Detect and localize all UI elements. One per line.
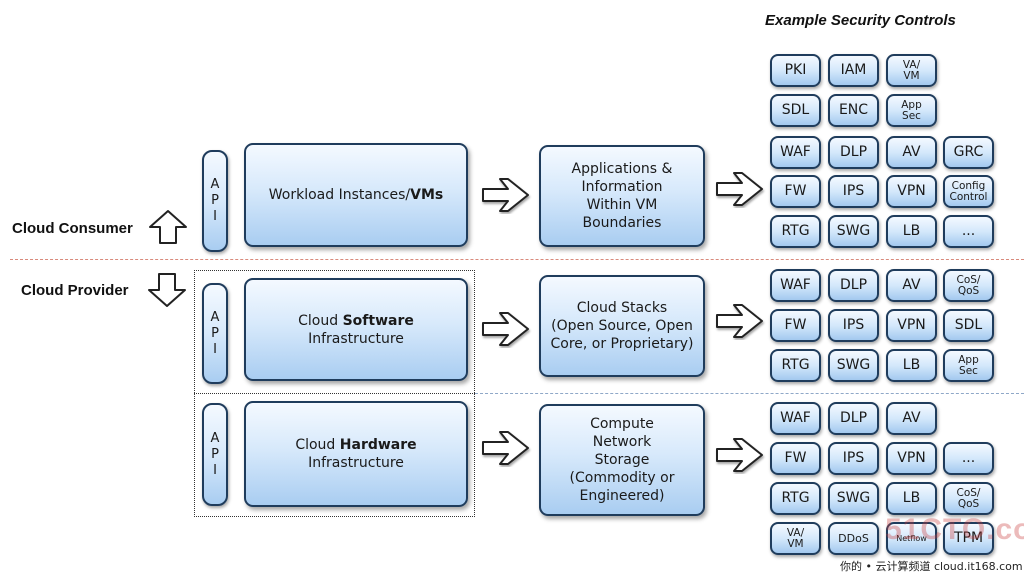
api-letter: P xyxy=(211,193,219,208)
control-enc: ENC xyxy=(828,94,879,127)
middle-line: Cloud Stacks xyxy=(576,300,668,316)
software-hardware-divider xyxy=(475,393,1024,394)
security-controls-heading: Example Security Controls xyxy=(765,12,956,29)
control-vavm: VA/VM xyxy=(886,54,937,87)
control-waf: WAF xyxy=(770,269,821,302)
api-box-hardware: A P I xyxy=(202,403,228,506)
middle-line: (Commodity or xyxy=(569,470,675,486)
right-arrow-icon xyxy=(480,429,532,467)
api-box-workload: A P I xyxy=(202,150,228,252)
middle-line: (Open Source, Open xyxy=(551,318,693,334)
compute-network-storage-box: Compute Network Storage (Commodity or En… xyxy=(539,404,705,516)
api-letter: A xyxy=(210,430,220,446)
middle-line: Within VM xyxy=(586,197,658,213)
cloud-software-box: Cloud Software Infrastructure xyxy=(244,278,468,381)
workload-label: Workload Instances/VMs xyxy=(268,187,444,203)
control-swg: SWG xyxy=(828,482,879,515)
right-arrow-icon xyxy=(480,310,532,348)
control-ips: IPS xyxy=(828,309,879,342)
control-swg: SWG xyxy=(828,349,879,382)
cloud-consumer-label: Cloud Consumer xyxy=(12,220,133,237)
control-ips: IPS xyxy=(828,442,879,475)
api-letter: P xyxy=(211,325,219,341)
control-swg: SWG xyxy=(828,215,879,248)
middle-line: Compute xyxy=(590,416,654,432)
control-lb: LB xyxy=(886,215,937,248)
software-hardware-divider-left xyxy=(194,393,475,394)
control-fw: FW xyxy=(770,442,821,475)
api-letter: P xyxy=(211,446,219,462)
software-label-line2: Infrastructure xyxy=(308,330,404,347)
api-letter: I xyxy=(213,341,217,357)
right-arrow-icon xyxy=(714,170,766,208)
cloud-provider-label: Cloud Provider xyxy=(21,282,129,299)
middle-line: Boundaries xyxy=(582,215,662,231)
software-label-line1: Cloud Software xyxy=(298,312,414,329)
middle-line: Storage xyxy=(594,452,650,468)
down-arrow-icon xyxy=(146,272,188,312)
api-letter: I xyxy=(213,209,217,224)
middle-line: Information xyxy=(581,179,663,195)
control-rtg: RTG xyxy=(770,482,821,515)
control-pki: PKI xyxy=(770,54,821,87)
control-fw: FW xyxy=(770,309,821,342)
control-ddos: DDoS xyxy=(828,522,879,555)
control-vpn: VPN xyxy=(886,309,937,342)
control-sdl: SDL xyxy=(770,94,821,127)
right-arrow-icon xyxy=(714,436,766,474)
control-rtg: RTG xyxy=(770,349,821,382)
control-dlp: DLP xyxy=(828,269,879,302)
hardware-label-line1: Cloud Hardware xyxy=(295,437,417,453)
control-dlp: DLP xyxy=(828,402,879,435)
middle-line: Network xyxy=(592,434,652,450)
cloud-hardware-box: Cloud Hardware Infrastructure xyxy=(244,401,468,507)
control-rtg: RTG xyxy=(770,215,821,248)
api-letter: I xyxy=(213,462,217,478)
control-tpm: TPM xyxy=(943,522,994,555)
watermark-text: 你的 • 云计算频道 cloud.it168.com xyxy=(840,560,1023,573)
control-dlp: DLP xyxy=(828,136,879,169)
control-vpn: VPN xyxy=(886,442,937,475)
control-vavm: VA/VM xyxy=(770,522,821,555)
up-arrow-icon xyxy=(147,209,189,249)
api-letter: A xyxy=(210,177,220,192)
api-letter: A xyxy=(210,309,220,325)
control-ips: IPS xyxy=(828,175,879,208)
right-arrow-icon xyxy=(714,302,766,340)
right-arrow-icon xyxy=(480,176,532,214)
control-waf: WAF xyxy=(770,136,821,169)
control-cosqos: CoS/QoS xyxy=(943,482,994,515)
consumer-provider-divider xyxy=(10,259,1024,260)
watermark-logo: 51CTO.com xyxy=(885,513,1024,546)
control-sdl: SDL xyxy=(943,309,994,342)
cloud-stacks-box: Cloud Stacks (Open Source, Open Core, or… xyxy=(539,275,705,377)
control-vpn: VPN xyxy=(886,175,937,208)
applications-information-box: Applications & Information Within VM Bou… xyxy=(539,145,705,247)
control-waf: WAF xyxy=(770,402,821,435)
control-grc: GRC xyxy=(943,136,994,169)
middle-line: Engineered) xyxy=(579,488,665,504)
api-box-software: A P I xyxy=(202,283,228,384)
workload-instances-box: Workload Instances/VMs xyxy=(244,143,468,247)
control-fw: FW xyxy=(770,175,821,208)
control-: ... xyxy=(943,215,994,248)
hardware-label-line2: Infrastructure xyxy=(308,455,404,471)
control-cosqos: CoS/QoS xyxy=(943,269,994,302)
control-av: AV xyxy=(886,402,937,435)
control-iam: IAM xyxy=(828,54,879,87)
control-lb: LB xyxy=(886,482,937,515)
middle-line: Core, or Proprietary) xyxy=(550,336,694,352)
control-lb: LB xyxy=(886,349,937,382)
control-av: AV xyxy=(886,136,937,169)
control-av: AV xyxy=(886,269,937,302)
control-: ... xyxy=(943,442,994,475)
control-netflow: Netflow xyxy=(886,522,937,555)
middle-line: Applications & xyxy=(571,161,673,177)
